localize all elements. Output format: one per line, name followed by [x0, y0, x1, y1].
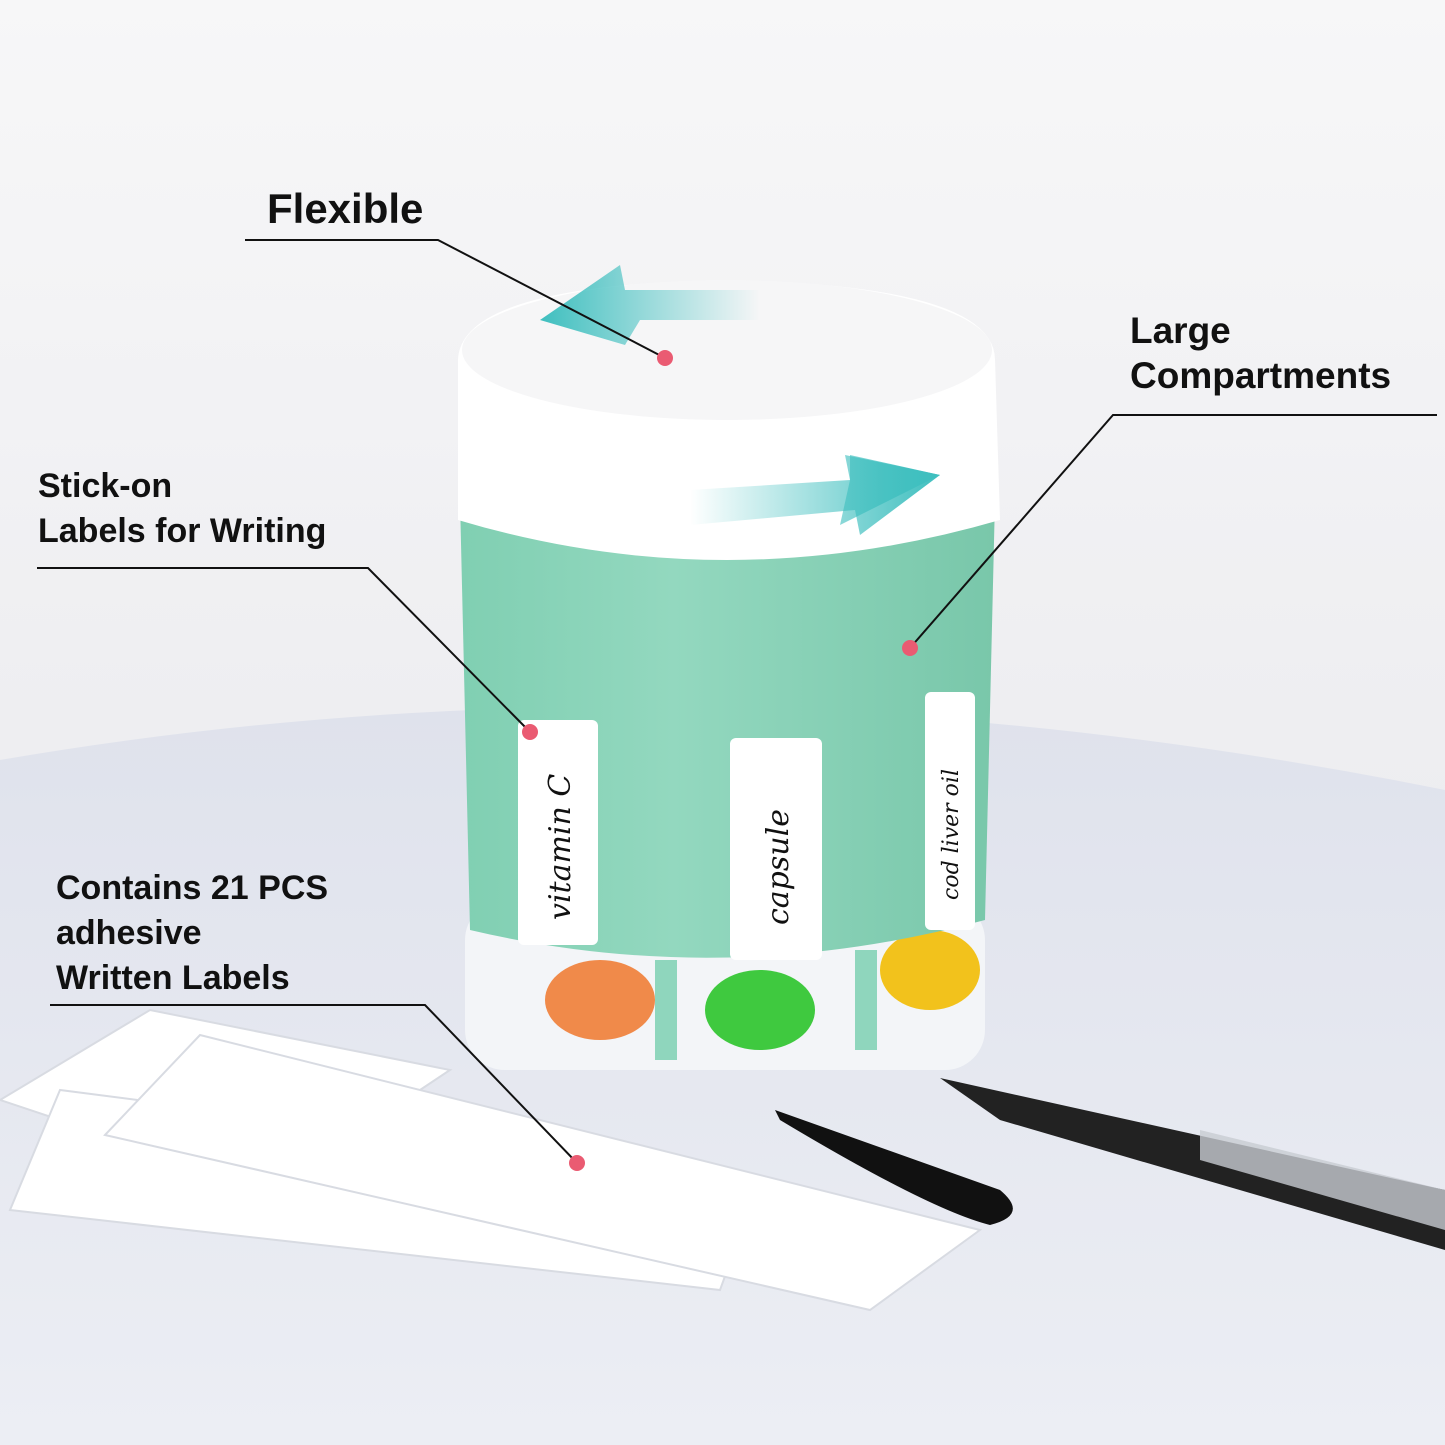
leader-lines — [37, 239, 1437, 1164]
callout-line: Large — [1130, 310, 1231, 351]
label-right — [925, 692, 975, 930]
callout-flexible-text: Flexible — [267, 185, 424, 232]
label-text-right: cod liver oil — [939, 769, 964, 900]
callout-line: Written Labels — [56, 959, 290, 997]
callout-contains-labels: Contains 21 PCS adhesive Written Labels — [56, 866, 328, 1001]
label-sheets — [0, 1008, 983, 1312]
rotate-left-arrow — [540, 265, 760, 345]
callout-line: Contains 21 PCS — [56, 869, 329, 907]
label-text-center: capsule — [761, 809, 796, 925]
callout-stick-on-labels: Stick-on Labels for Writing — [38, 464, 326, 554]
callout-dots — [522, 350, 918, 1171]
label-left — [518, 720, 598, 945]
label-text-left: vitamin C — [543, 774, 578, 920]
callout-line: Compartments — [1130, 355, 1392, 396]
callout-line: Stick-on — [38, 467, 173, 505]
marble-table — [0, 706, 1445, 1445]
callout-line: adhesive — [56, 914, 202, 952]
pen — [940, 1078, 1445, 1250]
callout-large-compartments: Large Compartments — [1130, 308, 1391, 398]
pen-cap — [775, 1110, 1013, 1225]
callout-flexible: Flexible — [267, 186, 423, 231]
callout-line: Labels for Writing — [38, 512, 327, 550]
label-center — [730, 738, 822, 960]
